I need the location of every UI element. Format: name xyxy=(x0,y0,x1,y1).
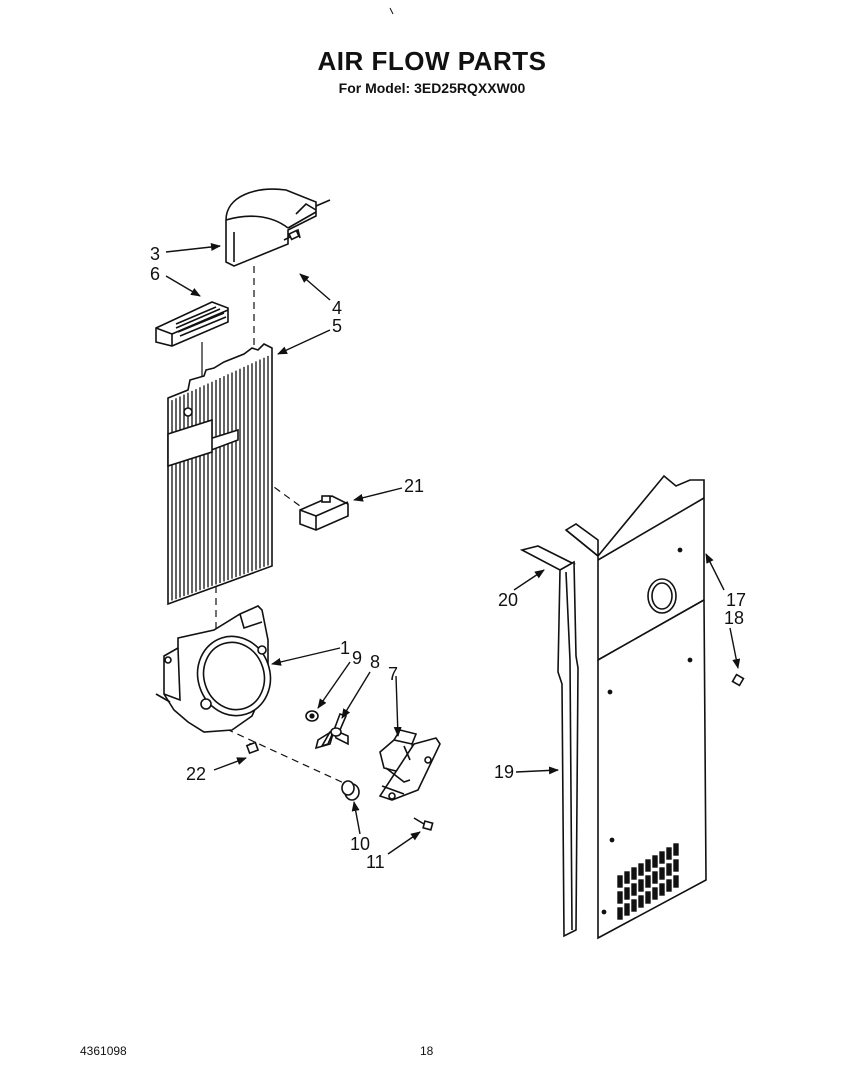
callout-8: 8 xyxy=(370,652,380,672)
grommet-part-10 xyxy=(341,780,360,801)
vent-slot xyxy=(624,903,630,916)
panel-openings xyxy=(167,407,239,468)
vent-slot xyxy=(617,875,623,888)
side-channel-part-19 xyxy=(557,560,579,938)
vent-slot xyxy=(659,851,665,864)
vent-slot xyxy=(645,875,651,888)
callout-3: 3 xyxy=(150,244,160,264)
screw-part-22 xyxy=(245,741,260,755)
callout-leaders xyxy=(165,243,741,855)
vent-grille-part-6 xyxy=(155,301,229,347)
callout-4: 4 xyxy=(332,298,342,318)
callout-18: 18 xyxy=(724,608,744,628)
page-number: 18 xyxy=(420,1044,434,1058)
vent-slot xyxy=(638,863,644,876)
fan-motor-part-7 xyxy=(378,729,441,801)
vent-slot xyxy=(631,899,637,912)
vent-slot xyxy=(617,907,623,920)
vent-slot xyxy=(631,867,637,880)
vent-slot xyxy=(645,891,651,904)
vent-slot xyxy=(638,895,644,908)
callout-19: 19 xyxy=(494,762,514,782)
callout-9: 9 xyxy=(352,648,362,668)
screw-part-11 xyxy=(413,817,434,831)
rear-panel-part-17 xyxy=(564,474,707,940)
vent-slot xyxy=(638,879,644,892)
callout-5: 5 xyxy=(332,316,342,336)
vent-slots xyxy=(617,843,679,920)
fan-blade-part-8 xyxy=(314,712,349,750)
callout-1: 1 xyxy=(340,638,350,658)
vent-slot xyxy=(624,871,630,884)
screw-part-4 xyxy=(283,229,300,241)
air-duct-cover-part-3 xyxy=(225,188,331,267)
callout-17: 17 xyxy=(726,590,746,610)
callout-20: 20 xyxy=(498,590,518,610)
callout-10: 10 xyxy=(350,834,370,854)
vent-slot xyxy=(666,863,672,876)
clip-bracket-part-21 xyxy=(299,495,349,531)
model-subtitle: For Model: 3ED25RQXXW00 xyxy=(338,80,526,96)
vent-slot xyxy=(652,887,658,900)
callout-21: 21 xyxy=(404,476,424,496)
vent-slot xyxy=(673,859,679,872)
vent-slot xyxy=(652,855,658,868)
vent-slot xyxy=(666,879,672,892)
screw-part-18 xyxy=(731,673,745,687)
callout-11: 11 xyxy=(366,852,385,872)
nut-part-9 xyxy=(305,710,319,722)
vent-slot xyxy=(631,883,637,896)
vent-slot xyxy=(645,859,651,872)
fan-shroud-part-1 xyxy=(155,605,272,733)
vent-slot xyxy=(659,867,665,880)
vent-slot xyxy=(624,887,630,900)
vent-slot xyxy=(659,883,665,896)
vent-slot xyxy=(673,843,679,856)
callout-numbers: 3 6 4 5 21 1 9 8 7 22 10 11 17 18 19 20 xyxy=(150,244,746,872)
vent-slot xyxy=(617,891,623,904)
callout-7: 7 xyxy=(388,664,398,684)
vent-slot xyxy=(652,871,658,884)
vent-slot xyxy=(666,847,672,860)
callout-22: 22 xyxy=(186,764,206,784)
diagram-title: AIR FLOW PARTS xyxy=(317,46,547,76)
document-number: 4361098 xyxy=(80,1044,127,1058)
vent-slot xyxy=(673,875,679,888)
callout-6: 6 xyxy=(150,264,160,284)
